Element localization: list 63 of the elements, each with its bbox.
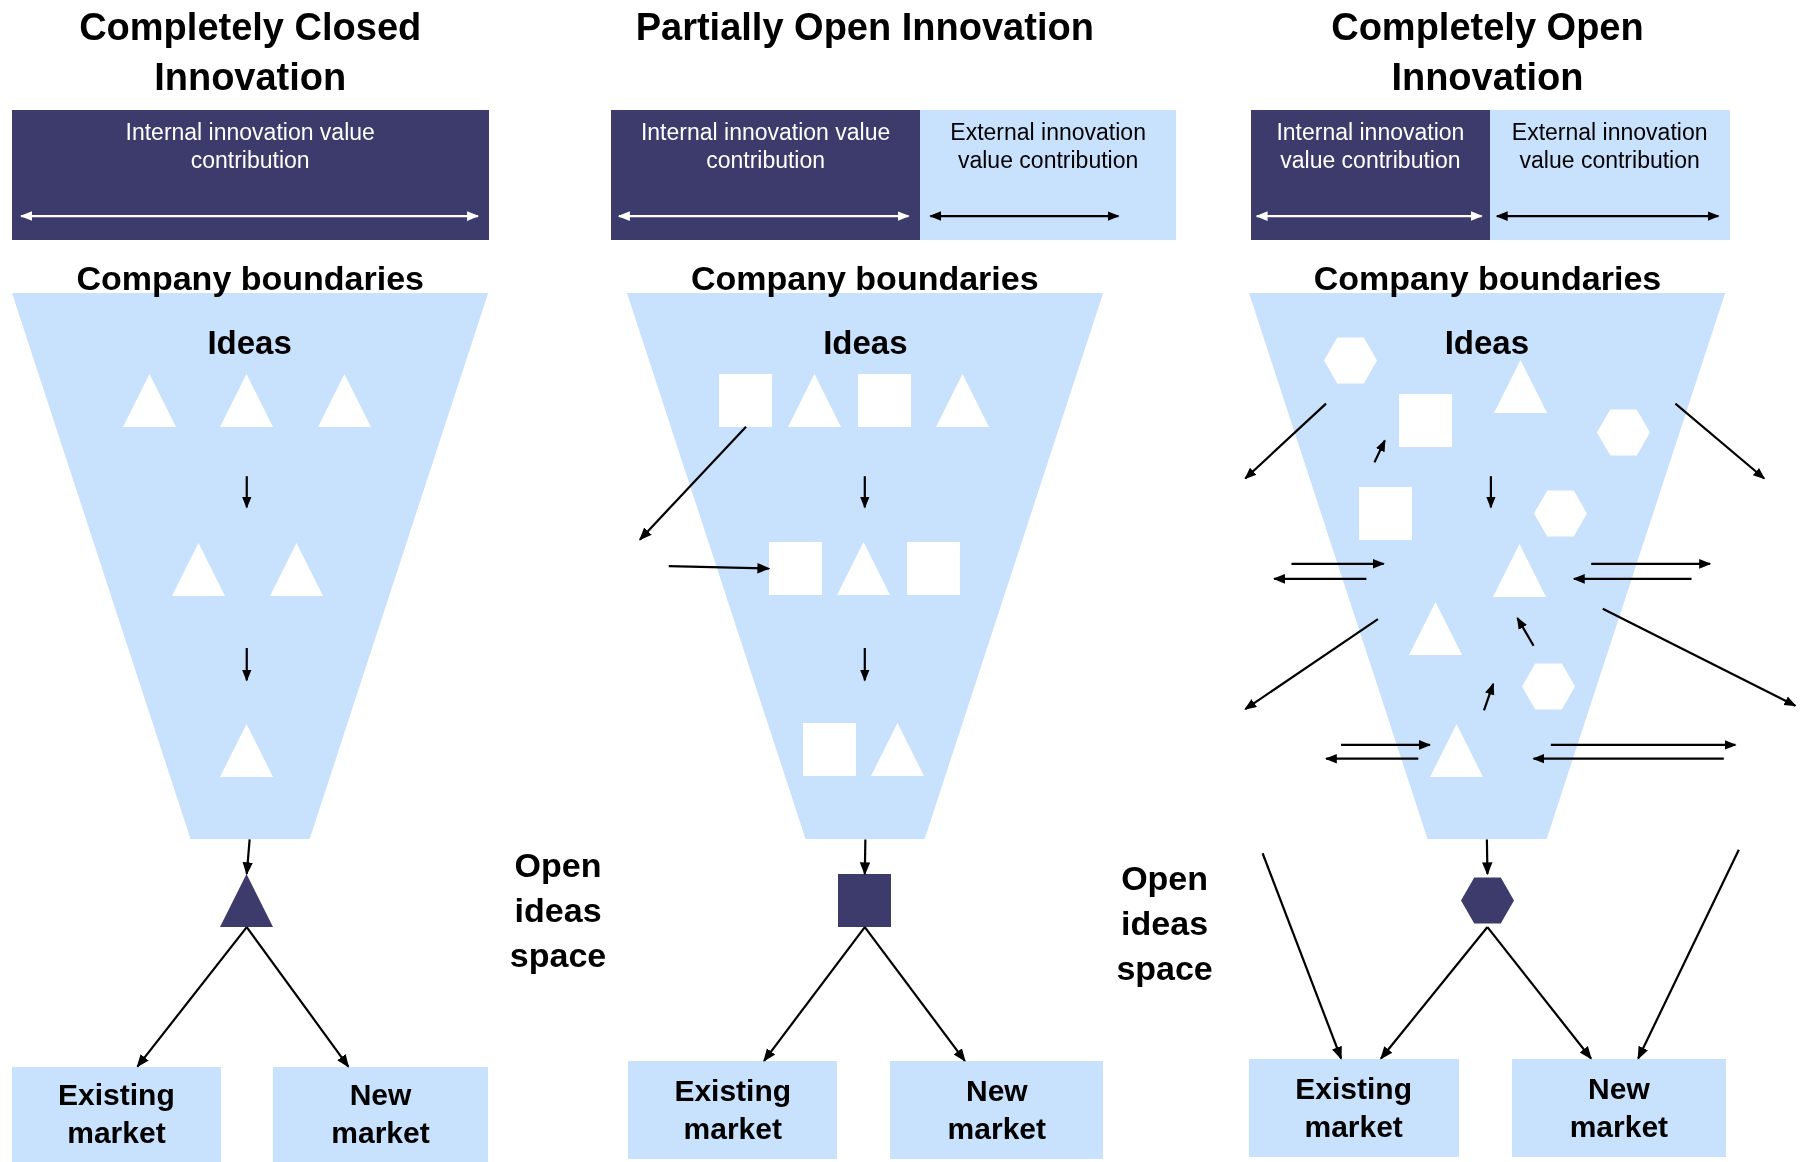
header-text: External innovation value contribution [949, 117, 1147, 174]
triangle-shape [1429, 724, 1483, 778]
triangle-shape [787, 373, 841, 427]
triangle-shape [269, 543, 323, 597]
boundary-label: Company boundaries [690, 258, 1040, 299]
boundary-label: Company boundaries [1312, 258, 1663, 299]
arrow [1486, 926, 1592, 1060]
triangle-shape [171, 543, 225, 597]
triangle-shape [936, 373, 990, 427]
header-band [611, 109, 921, 240]
header-text: Internal innovation value contribution [124, 117, 376, 174]
arrow [639, 425, 747, 541]
market-panel: Existing market [628, 1060, 838, 1159]
market-panel: New market [1511, 1058, 1727, 1157]
arrow [863, 926, 966, 1062]
market-panel: New market [890, 1060, 1104, 1159]
square-shape [802, 722, 856, 776]
square-shape [907, 541, 961, 595]
arrow [1380, 926, 1489, 1060]
triangle-shape [318, 373, 372, 427]
header-band [920, 109, 1177, 240]
arrow [245, 926, 350, 1068]
triangle-shape [123, 373, 177, 427]
header-text: Internal innovation value contribution [1275, 117, 1466, 174]
arrow [136, 926, 248, 1068]
square-shape [769, 541, 823, 595]
space-label: Open ideas space [508, 844, 608, 976]
header-band [11, 109, 489, 240]
boundary-label: Company boundaries [75, 258, 425, 299]
space-label: Open ideas space [1115, 857, 1214, 989]
triangle-shape [220, 874, 274, 928]
triangle-shape [1493, 544, 1547, 598]
funnel-label: Ideas [1444, 322, 1530, 363]
square-shape [1398, 394, 1452, 448]
arrow [763, 926, 866, 1062]
triangle-shape [870, 722, 924, 776]
funnel-label: Ideas [823, 322, 908, 363]
market-panel: Existing market [11, 1066, 222, 1162]
header-text: External innovation value contribution [1510, 117, 1709, 174]
triangle-shape [1494, 359, 1548, 413]
square-shape [838, 874, 892, 928]
triangle-shape [220, 373, 274, 427]
arrow [859, 839, 871, 876]
arrow [242, 839, 253, 876]
column-title: Completely Open Innovation [1330, 5, 1645, 101]
market-panel: Existing market [1248, 1058, 1459, 1157]
header-band [1251, 109, 1490, 240]
column-title: Partially Open Innovation [634, 5, 1095, 51]
column-title: Completely Closed Innovation [78, 5, 423, 101]
triangle-shape [837, 541, 891, 595]
arrow [668, 563, 771, 574]
arrow [1637, 849, 1740, 1060]
market-panel: New market [273, 1066, 488, 1162]
funnel-label: Ideas [207, 322, 292, 363]
triangle-shape [1409, 601, 1463, 655]
square-shape [857, 373, 911, 427]
square-shape [719, 373, 773, 427]
triangle-shape [220, 724, 274, 778]
arrow [1261, 852, 1343, 1060]
arrow [1482, 839, 1493, 876]
header-band [1489, 109, 1730, 240]
square-shape [1359, 486, 1413, 540]
header-text: Internal innovation value contribution [639, 117, 892, 174]
